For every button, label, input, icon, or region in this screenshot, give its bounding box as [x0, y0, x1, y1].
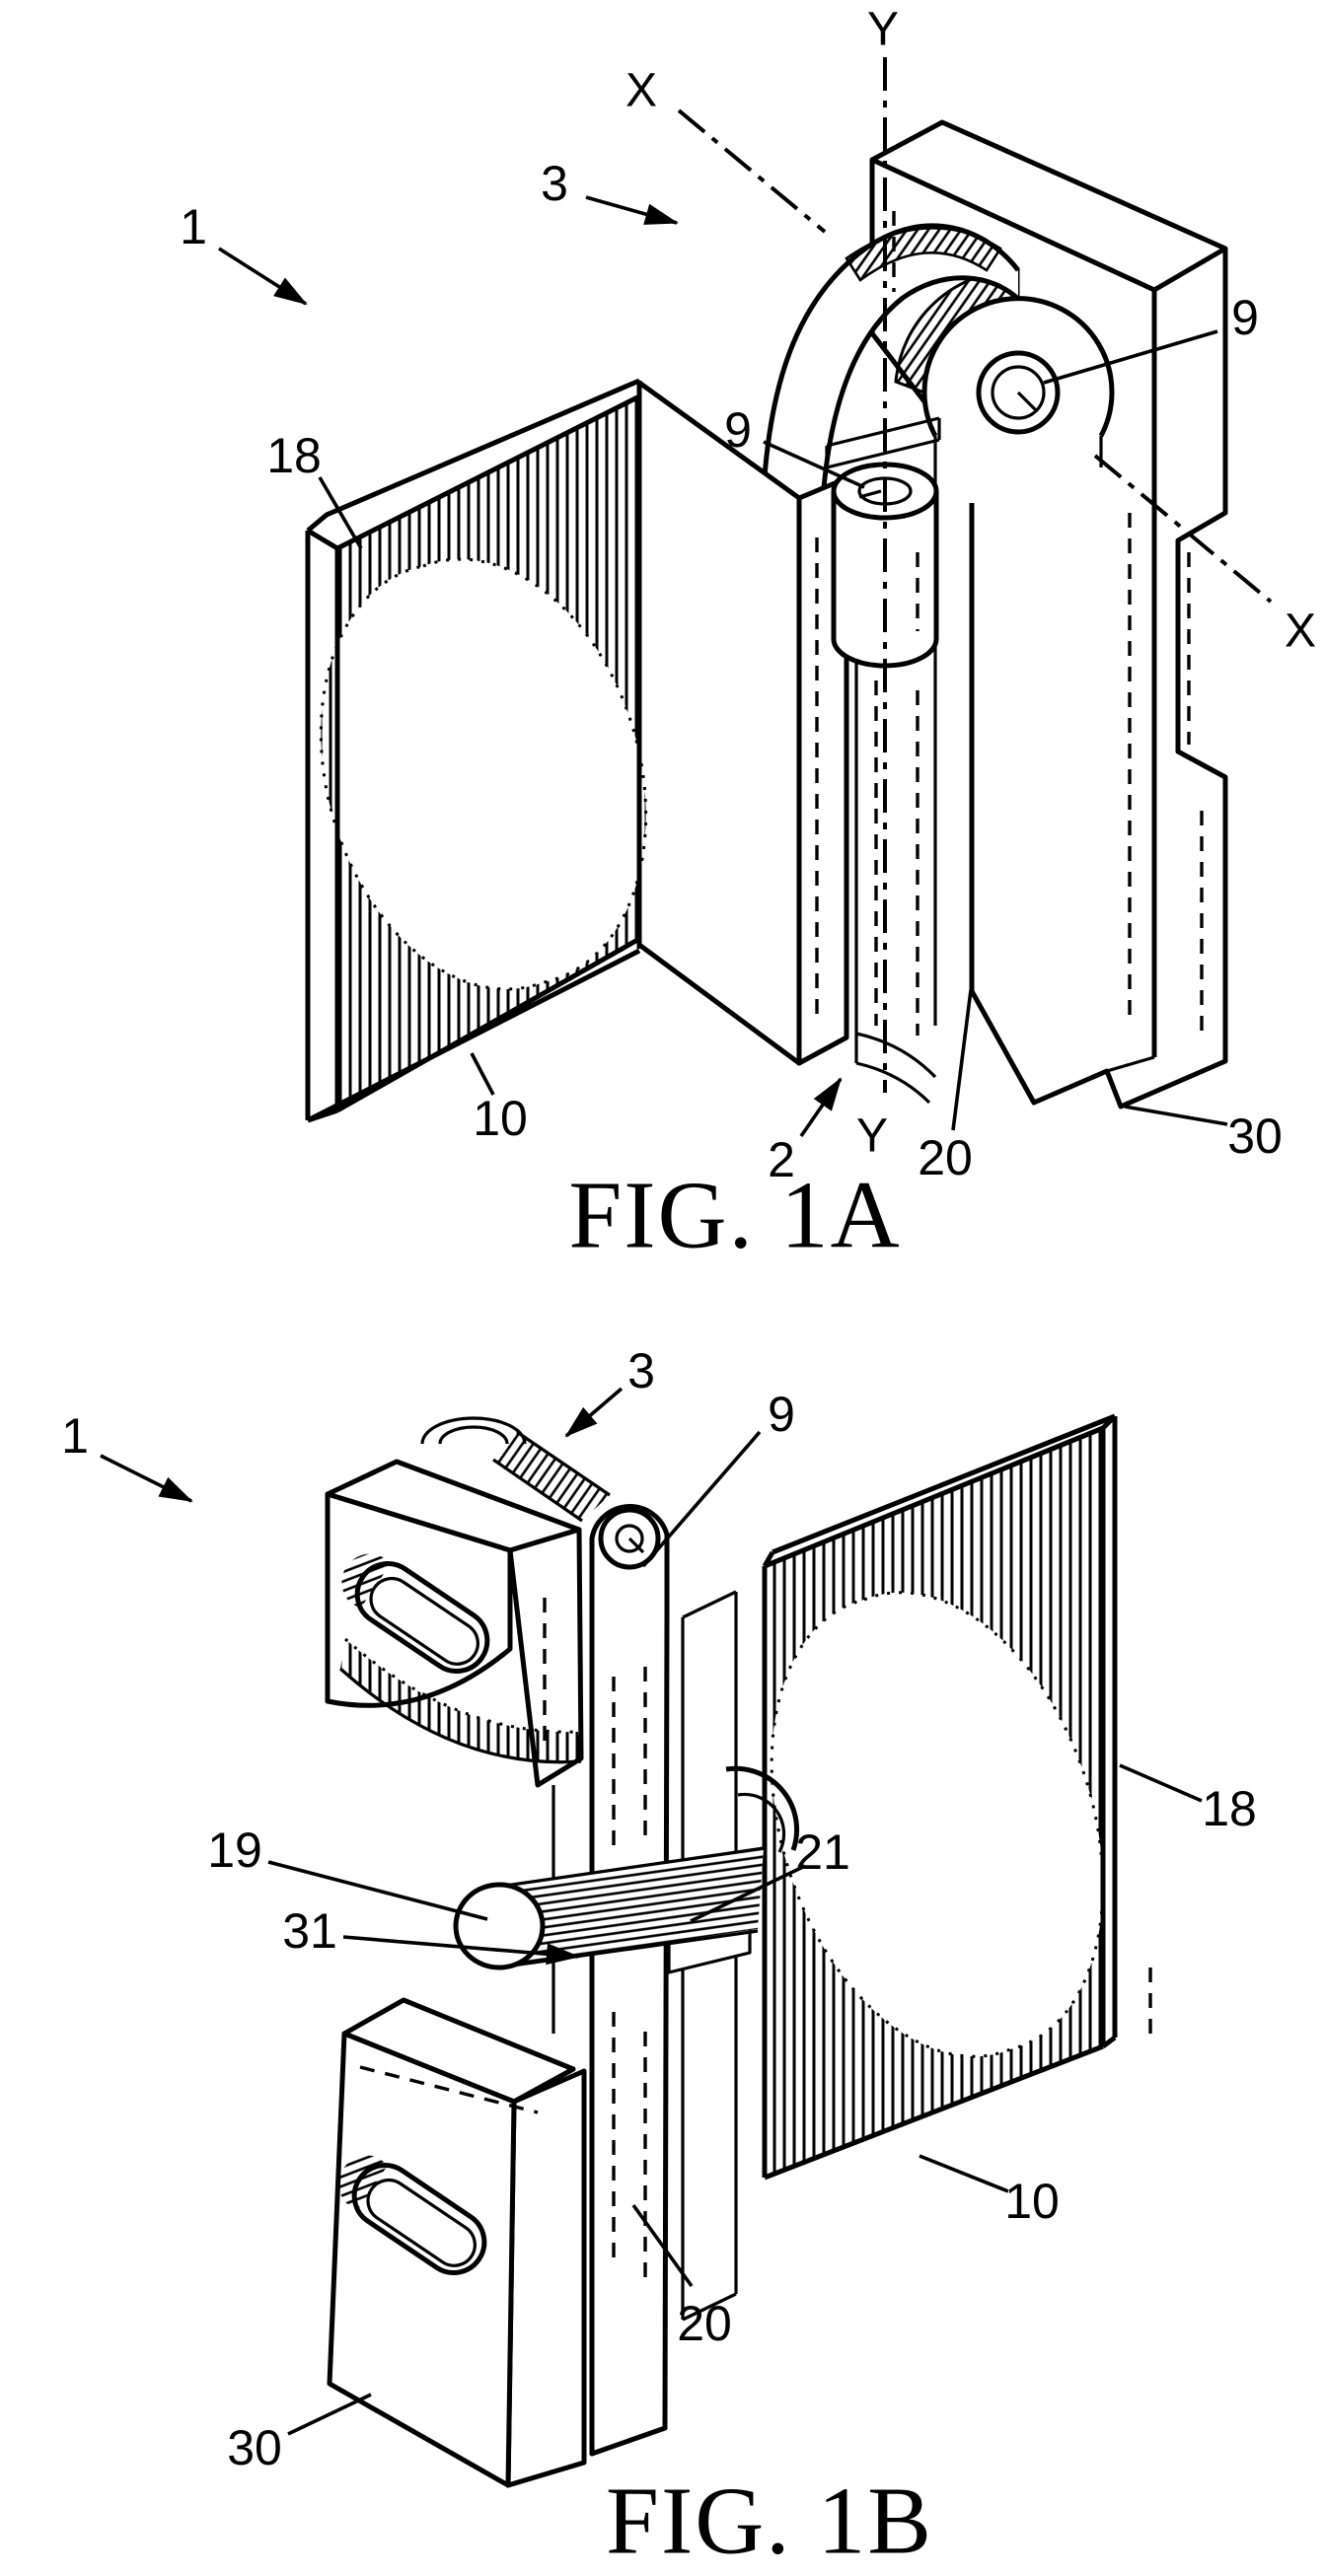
block-fillet-hatch — [340, 1639, 581, 1762]
leader-ref19-1b — [267, 1860, 488, 1921]
panel-1a — [305, 378, 648, 1123]
ref-numeral-1-fig1a: 1 — [180, 199, 207, 254]
axis-label-y-top-fig1a: Y — [867, 4, 899, 56]
bracket-upper-block-1b — [325, 1459, 584, 1788]
ref-numeral-1-fig1b: 1 — [61, 1408, 89, 1464]
ref-numeral-21-fig1b: 21 — [795, 1825, 850, 1880]
arrow-ref1-1a — [218, 247, 308, 306]
adjustment-pin-19 — [453, 1765, 800, 1970]
x-axis-line-lower — [1093, 454, 1273, 604]
panel-hatch-1a — [321, 396, 646, 1110]
leader-ref10-1b — [919, 2154, 1009, 2193]
ref-numeral-20-fig1a: 20 — [918, 1130, 973, 1185]
shading-1b — [543, 1598, 1152, 2288]
leader-ref10-1a — [470, 1052, 495, 1096]
leaders-1a — [218, 195, 1228, 1138]
ref-numeral-9b-fig1a: 9 — [1231, 290, 1259, 345]
ref-numeral-30-fig1b: 30 — [227, 2420, 282, 2475]
ref-numeral-3-fig1a: 3 — [541, 156, 568, 211]
figure-1b: 1 3 9 18 19 31 21 10 20 30 FIG. 1B — [61, 1343, 1257, 2574]
ref-numeral-30-fig1a: 30 — [1227, 1109, 1283, 1164]
ref-numeral-9-fig1b: 9 — [768, 1387, 795, 1442]
hinge-leaf-lobe-1a — [894, 268, 1115, 515]
leader-ref9a-1a — [763, 440, 865, 489]
leader-ref21-1b — [690, 1864, 806, 1923]
arrow-ref2-1a — [799, 1077, 843, 1138]
leader-ref30-1a — [1124, 1105, 1228, 1126]
axes-1a — [677, 57, 1273, 1093]
leader-ref18-1b — [1119, 1763, 1203, 1803]
axis-label-y-bottom-fig1a: Y — [856, 1110, 888, 1163]
pin-end-cap — [453, 1882, 546, 1970]
bracket-lower-block-1b — [327, 1997, 587, 2488]
ref-numeral-31-fig1b: 31 — [282, 1903, 337, 1959]
leader-ref20-1a — [951, 989, 973, 1131]
panel-1b — [762, 1413, 1118, 2181]
axis-label-x-bottom-fig1a: X — [1285, 606, 1316, 658]
ref-numeral-3-fig1b: 3 — [627, 1343, 655, 1398]
x-axis-line-upper — [677, 108, 827, 234]
arrow-ref3-1b — [564, 1387, 624, 1438]
leader-ref30-1b — [287, 2393, 372, 2436]
hinge-strap-1b — [420, 1416, 611, 1523]
ref-numeral-10-fig1a: 10 — [473, 1091, 528, 1146]
shading-1a — [815, 211, 1204, 1036]
leader-ref18-1a — [318, 476, 363, 549]
ref-numeral-2-fig1a: 2 — [768, 1132, 795, 1187]
arrow-ref1-1b — [100, 1454, 193, 1503]
ref-numeral-20-fig1b: 20 — [677, 2296, 732, 2351]
leader-ref9b-1a — [1043, 329, 1218, 385]
ref-numeral-18-fig1b: 18 — [1202, 1781, 1257, 1836]
ref-numeral-9a-fig1a: 9 — [724, 402, 752, 458]
lower-slot — [338, 2155, 487, 2275]
figure-caption-1a: FIG. 1A — [568, 1163, 901, 1268]
arrow-ref3-1a — [585, 195, 679, 225]
leaders-1b — [100, 1387, 1203, 2436]
leader-ref20-1b — [631, 2203, 694, 2288]
ref-numeral-19-fig1b: 19 — [207, 1823, 262, 1878]
ref-numeral-10-fig1b: 10 — [1004, 2174, 1060, 2229]
figure-1a: 1 3 X Y 18 9 9 X 10 2 Y 20 30 FIG. 1A — [180, 4, 1316, 1268]
panel-hatch-1b — [765, 1428, 1103, 2178]
axis-label-x-top-fig1a: X — [625, 65, 657, 117]
arrow-ref31-1b — [342, 1935, 580, 1966]
figure-caption-1b: FIG. 1B — [606, 2469, 933, 2574]
upper-slot — [341, 1553, 490, 1674]
ref-numeral-18-fig1a: 18 — [266, 428, 322, 483]
leader-ref9-1b — [641, 1430, 762, 1568]
